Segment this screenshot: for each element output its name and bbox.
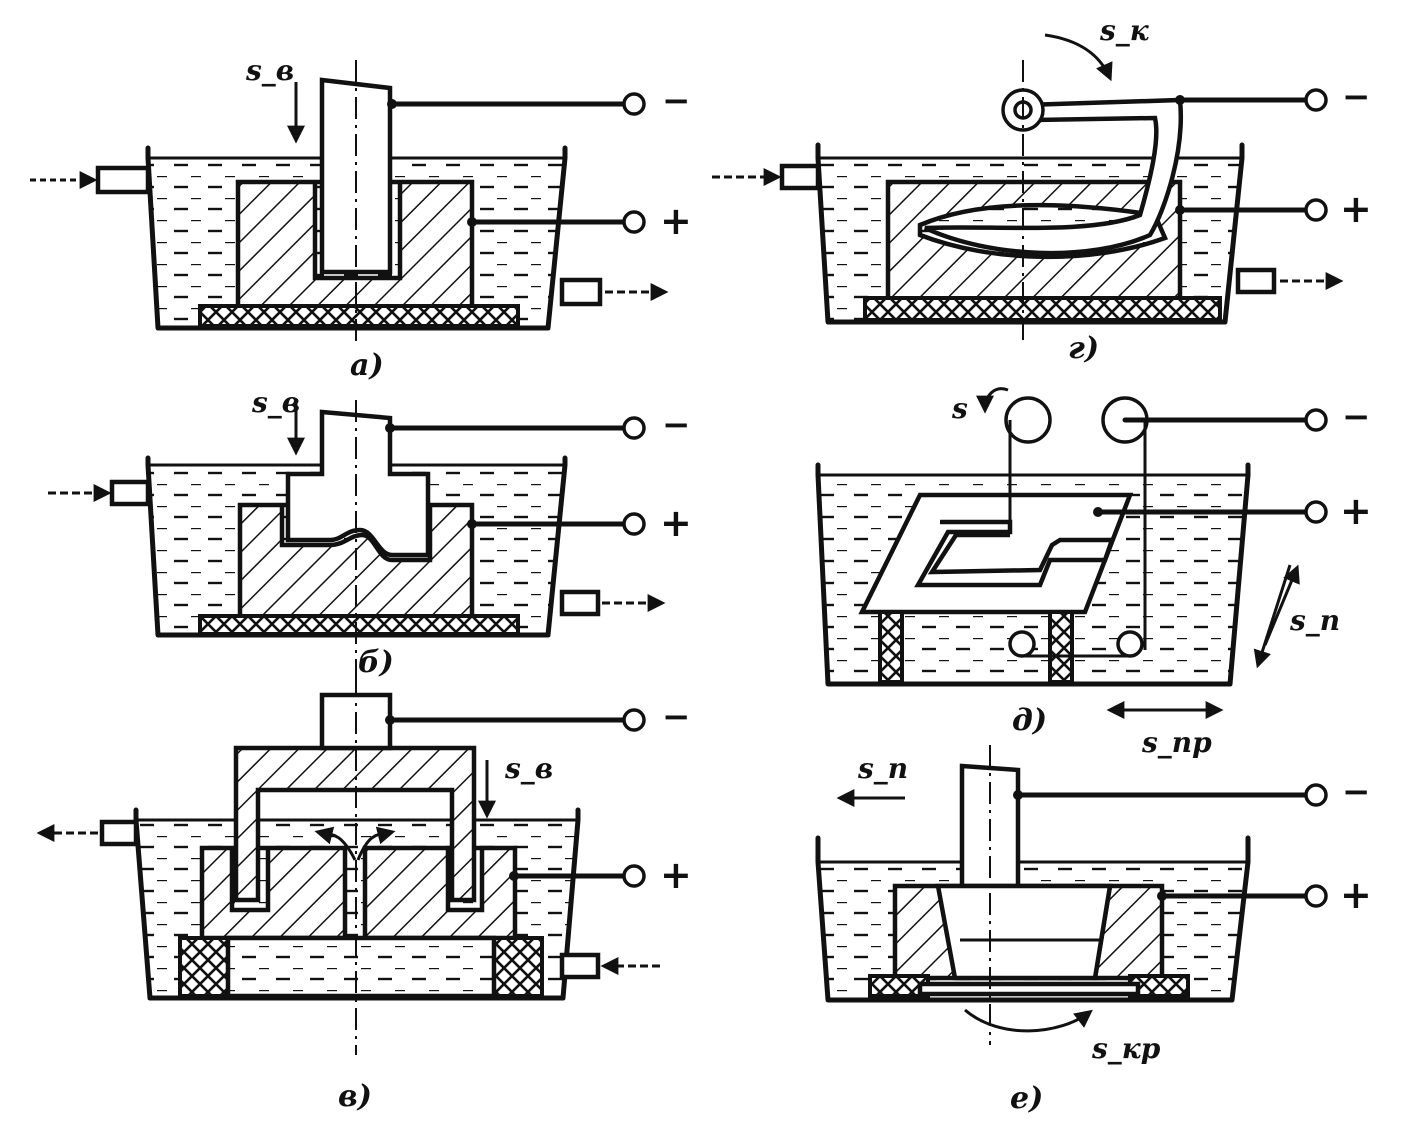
caption-d: д) <box>1012 703 1047 738</box>
feed-label-e-2: s_кр <box>1091 1032 1161 1065</box>
feed-label-d: s <box>951 392 968 425</box>
feed-label-g: s_к <box>1099 14 1150 47</box>
panel-b: s_в − + б) <box>48 386 692 690</box>
caption-a: а) <box>350 348 384 383</box>
feed-label-v: s_в <box>504 752 553 785</box>
feed-label-a: s_в <box>245 54 294 87</box>
minus-sign-v: − <box>662 697 691 737</box>
panel-d: s s_п s_пр − + д) <box>815 387 1372 759</box>
panel-e: s_п s_кр − + е) <box>815 745 1372 1116</box>
feed-label-b: s_в <box>251 386 300 419</box>
caption-g: г) <box>1068 331 1099 366</box>
minus-sign-e: − <box>1342 772 1371 812</box>
panel-g: s_к − + г) <box>712 14 1372 366</box>
plus-sign-e: + <box>1340 873 1372 917</box>
minus-sign-b: − <box>662 405 691 445</box>
minus-sign-g: − <box>1342 77 1371 117</box>
minus-sign-d: − <box>1342 397 1371 437</box>
plus-sign-a: + <box>660 199 692 243</box>
panel-v: s_в − + в) <box>36 675 692 1114</box>
panel-a: s_в − + а) <box>30 54 692 383</box>
feed-label-d-2: s_п <box>1289 604 1340 637</box>
plus-sign-b: + <box>660 501 692 545</box>
caption-b: б) <box>358 645 394 680</box>
feed-label-d-3: s_пр <box>1141 726 1212 759</box>
caption-v: в) <box>338 1079 372 1114</box>
plus-sign-v: + <box>660 853 692 897</box>
feed-label-e: s_п <box>857 752 908 785</box>
minus-sign-a: − <box>662 81 691 121</box>
plus-sign-d: + <box>1340 489 1372 533</box>
caption-e: е) <box>1010 1081 1043 1116</box>
plus-sign-g: + <box>1340 187 1372 231</box>
